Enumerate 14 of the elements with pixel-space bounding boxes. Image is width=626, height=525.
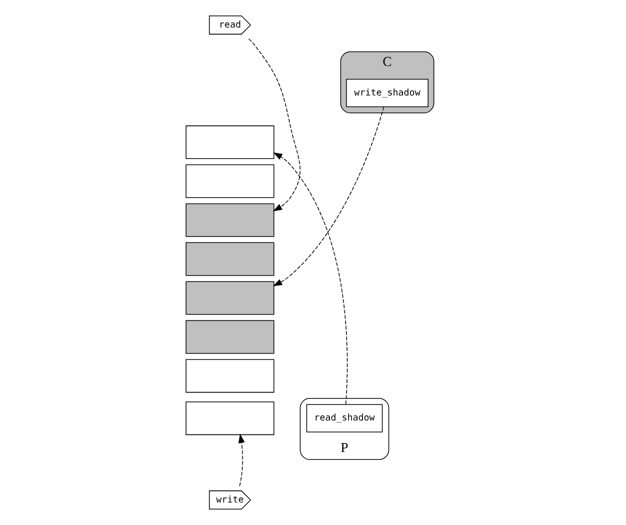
node-box: read_shadow [306, 404, 383, 432]
node-box: write_shadow [346, 78, 428, 108]
arrow [238, 434, 245, 486]
arrow [248, 38, 300, 212]
node-box [186, 320, 274, 354]
node-box [186, 242, 274, 276]
arrow [273, 152, 348, 405]
arrow [272, 106, 384, 286]
node-box [186, 359, 274, 393]
node-box [186, 203, 274, 237]
node-box [186, 164, 274, 198]
node-box [186, 401, 274, 436]
node-box [186, 125, 274, 160]
node-box [186, 281, 274, 315]
